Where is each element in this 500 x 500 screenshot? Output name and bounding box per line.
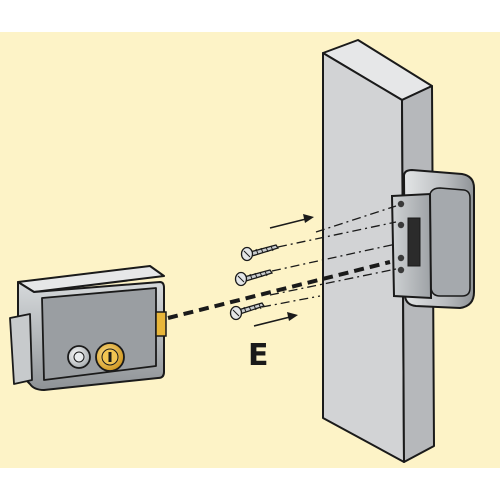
key-cylinder — [95, 342, 125, 372]
screw-3 — [229, 302, 266, 321]
keeper-strike-plate — [390, 168, 475, 310]
screws — [229, 244, 280, 321]
keeper-slot — [407, 217, 421, 267]
bolt-alignment-line — [167, 260, 391, 320]
keeper-cover — [429, 187, 471, 297]
keeper-hole-1 — [397, 200, 405, 208]
step-label: E — [248, 338, 269, 373]
guide-line-top — [277, 221, 397, 248]
guide-line-upper — [315, 205, 397, 233]
release-knob — [67, 345, 91, 369]
guide-line-middle — [271, 243, 397, 272]
lock-side-flange — [9, 313, 33, 385]
keeper-hole-4 — [397, 266, 405, 274]
screw-1 — [240, 244, 280, 262]
arrow-bottom — [253, 312, 298, 327]
lock-bolt — [155, 311, 167, 337]
screw-guide-lines — [261, 205, 397, 308]
screw-2 — [234, 269, 274, 287]
keeper-hole-3 — [397, 254, 405, 262]
keyhole — [108, 352, 112, 362]
guide-line-lower — [269, 268, 397, 296]
keeper-hole-2 — [397, 221, 405, 229]
direction-arrows — [253, 214, 314, 327]
lock-body — [9, 265, 167, 391]
arrow-top — [269, 214, 314, 229]
